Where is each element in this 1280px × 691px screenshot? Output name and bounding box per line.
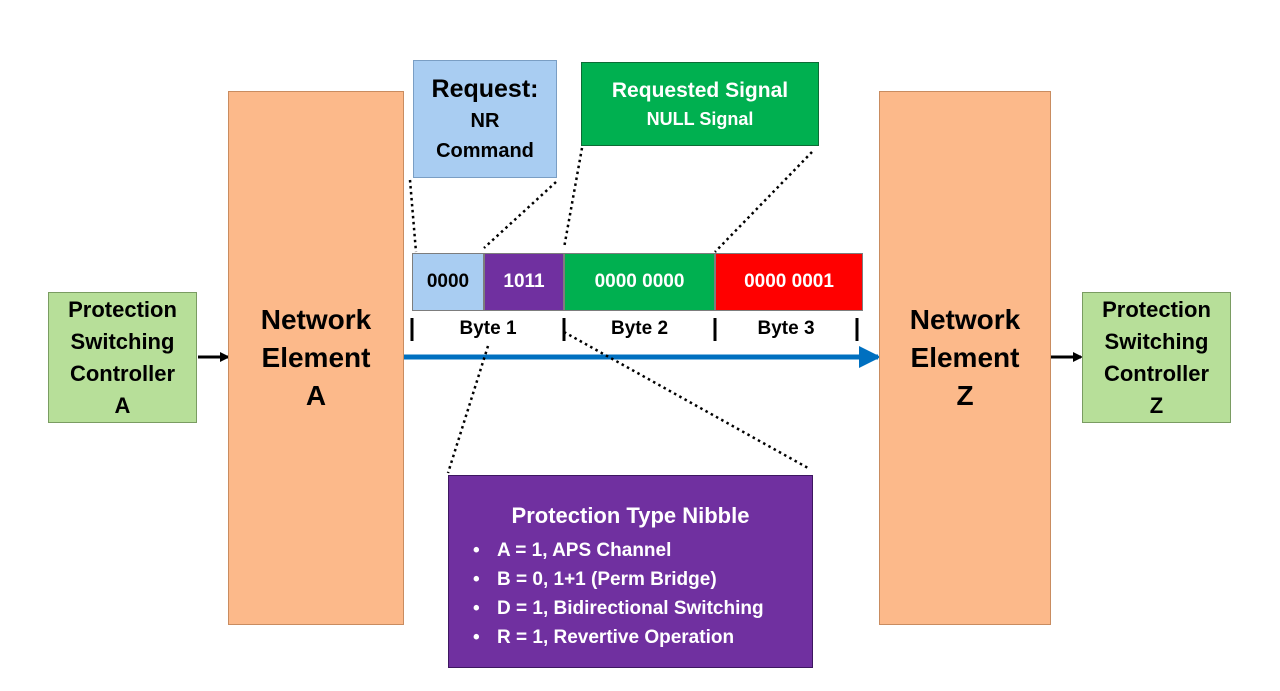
requested-signal-box: Requested Signal NULL Signal (581, 62, 819, 146)
callout-line (408, 179, 418, 253)
byte-cell-protection-type: 1011 (484, 253, 564, 311)
request-line: NR (470, 110, 500, 132)
callout-line (562, 147, 584, 249)
byte-cell-nibble-high: 0000 (412, 253, 484, 311)
request-box: Request: NR Command (413, 60, 557, 178)
element-z-line: Element (910, 342, 1020, 373)
list-item: R = 1, Revertive Operation (463, 623, 798, 652)
callout-line (563, 330, 809, 470)
byte-cell-byte-2: 0000 0000 (564, 253, 715, 311)
controller-a-line: Switching (70, 328, 175, 354)
protection-switching-controller-z: Protection Switching Controller Z (1082, 292, 1231, 423)
protection-type-nibble-box: Protection Type Nibble A = 1, APS Channe… (448, 475, 813, 668)
callout-line (483, 181, 557, 249)
callout-line (446, 345, 490, 474)
request-title: Request: (431, 75, 539, 103)
callout-line (714, 151, 813, 253)
list-item: B = 0, 1+1 (Perm Bridge) (463, 565, 798, 594)
controller-a-line: A (114, 392, 131, 418)
byte-label: Byte 1 (459, 318, 517, 339)
byte-cell-byte-3: 0000 0001 (715, 253, 863, 311)
protection-type-list: A = 1, APS Channel B = 0, 1+1 (Perm Brid… (463, 536, 798, 652)
controller-z-line: Z (1149, 392, 1164, 418)
controller-z-line: Controller (1103, 360, 1210, 386)
element-z-line: Z (956, 380, 974, 411)
element-a-line: Network (260, 304, 372, 335)
network-element-a: Network Element A (228, 91, 404, 625)
protection-type-title: Protection Type Nibble (511, 503, 750, 528)
protection-switching-controller-a: Protection Switching Controller A (48, 292, 197, 423)
network-element-z: Network Element Z (879, 91, 1051, 625)
element-z-line: Network (909, 304, 1021, 335)
request-line: Command (436, 140, 534, 162)
controller-z-line: Switching (1104, 328, 1209, 354)
requested-signal-value: NULL Signal (646, 109, 754, 129)
list-item: D = 1, Bidirectional Switching (463, 594, 798, 623)
controller-z-line: Protection (1102, 296, 1211, 322)
list-item: A = 1, APS Channel (463, 536, 798, 565)
element-a-line: A (305, 380, 327, 411)
requested-signal-title: Requested Signal (611, 79, 789, 102)
element-a-line: Element (261, 342, 371, 373)
byte-label: Byte 3 (757, 318, 815, 339)
byte-label: Byte 2 (610, 318, 669, 339)
controller-a-line: Protection (68, 296, 177, 322)
controller-a-line: Controller (69, 360, 176, 386)
